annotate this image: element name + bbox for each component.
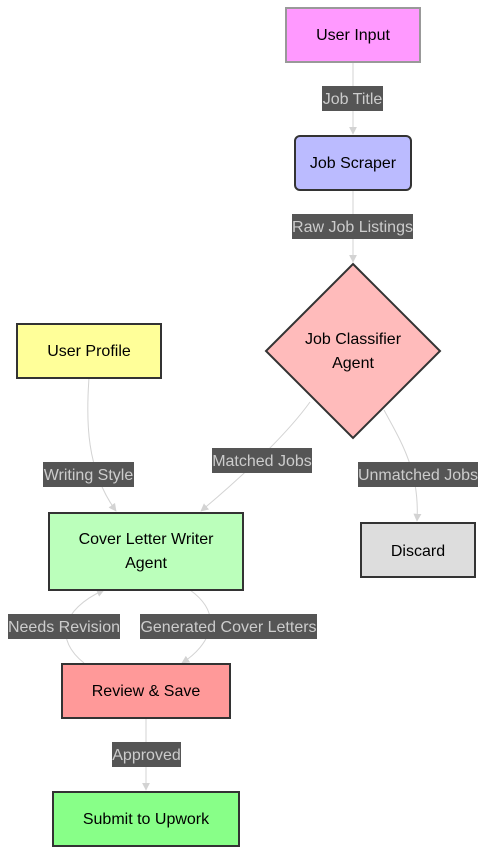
node-cover-letter-writer-label-line1: Cover Letter Writer [79,531,215,548]
node-user-profile-shape [16,323,162,379]
node-user-profile-label: User Profile [47,343,131,360]
node-discard[interactable]: Discard [360,522,476,578]
node-discard-label: Discard [391,543,445,560]
node-cover-letter-writer[interactable]: Cover Letter Writer Agent [48,512,244,591]
node-discard-shape [360,522,476,578]
node-review-save-shape [61,663,231,719]
edge-label-job-title: Job Title [322,86,383,111]
edge-classifier-to-discard [383,409,422,522]
edge-label-job-title-text: Job Title [323,91,383,108]
node-submit-upwork-label: Submit to Upwork [83,811,210,828]
node-submit-upwork[interactable]: Submit to Upwork [52,791,240,847]
node-job-classifier-shape [264,262,442,440]
node-review-save[interactable]: Review & Save [61,663,231,719]
edge-label-raw-job-listings: Raw Job Listings [292,214,413,239]
node-user-profile[interactable]: User Profile [16,323,162,379]
edge-label-bg [8,614,120,639]
edge-label-bg [140,614,317,639]
edge-label-bg [358,462,478,487]
node-job-classifier-label-line2: Agent [332,355,374,372]
nodes: User Input Job Scraper Job Classifier Ag… [16,7,476,847]
edge-label-bg [322,86,383,111]
edge-label-bg [212,448,312,473]
node-job-scraper[interactable]: Job Scraper [294,135,412,191]
node-job-classifier[interactable]: Job Classifier Agent [264,262,442,440]
node-job-scraper-shape [294,135,412,191]
edge-label-bg [43,462,134,487]
edge-label-approved-text: Approved [112,747,181,764]
edge-labels: Job Title Raw Job Listings Writing Style… [8,86,478,767]
edge-label-needs-revision-text: Needs Revision [8,619,120,636]
edge-label-unmatched-jobs: Unmatched Jobs [358,462,478,487]
edge-label-generated-cover-letters-text: Generated Cover Letters [140,619,316,636]
edge-user-profile-to-writer [87,377,117,512]
edge-label-unmatched-jobs-text: Unmatched Jobs [358,467,478,484]
edge-label-writing-style: Writing Style [43,462,134,487]
edge-label-writing-style-text: Writing Style [44,467,134,484]
node-review-save-label: Review & Save [92,683,201,700]
edge-label-bg [292,214,413,239]
node-cover-letter-writer-label-line2: Agent [125,555,167,572]
node-job-classifier-label-line1: Job Classifier [305,331,402,348]
node-user-input[interactable]: User Input [285,7,421,63]
edge-label-matched-jobs: Matched Jobs [212,448,312,473]
edge-label-needs-revision: Needs Revision [8,614,120,639]
node-user-input-label: User Input [316,27,390,44]
edge-label-bg [112,742,181,767]
node-user-input-shape [285,7,421,63]
edge-label-matched-jobs-text: Matched Jobs [212,453,312,470]
node-job-scraper-label: Job Scraper [310,155,397,172]
edge-label-raw-job-listings-text: Raw Job Listings [292,219,413,236]
node-cover-letter-writer-shape [48,512,244,591]
edge-label-generated-cover-letters: Generated Cover Letters [140,614,317,639]
node-submit-upwork-shape [52,791,240,847]
edge-label-approved: Approved [112,742,181,767]
